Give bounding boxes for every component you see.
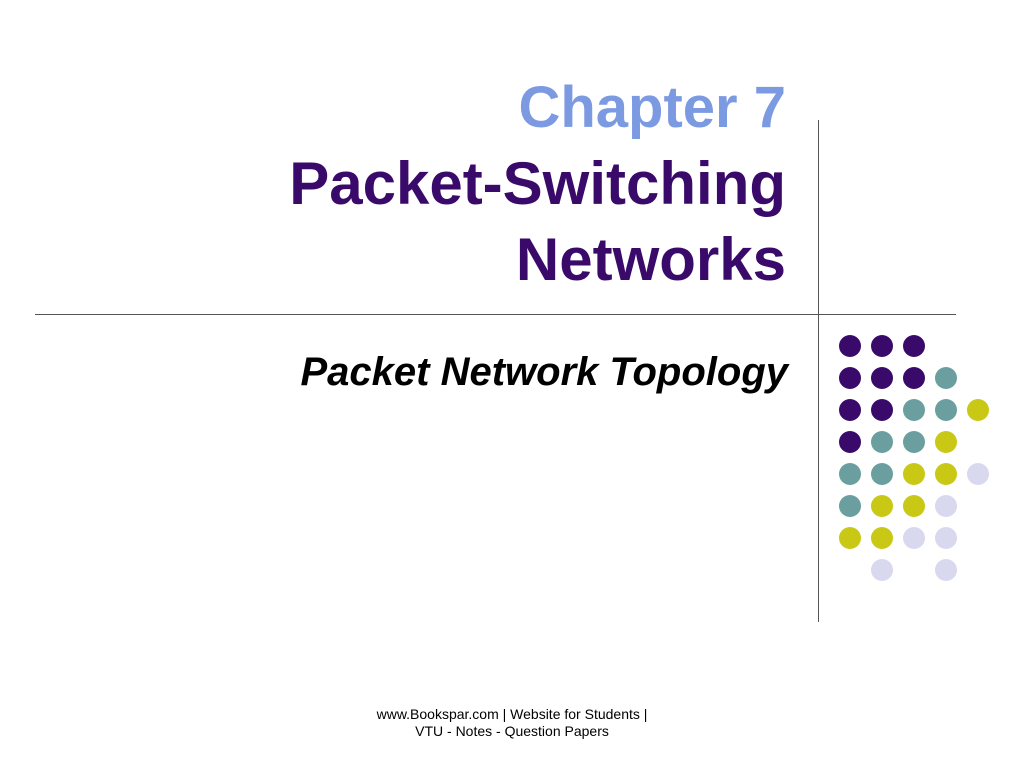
- vertical-divider: [818, 120, 819, 622]
- decorative-dot: [871, 559, 893, 581]
- footer-line-2: VTU - Notes - Question Papers: [415, 723, 609, 739]
- decorative-dot: [935, 463, 957, 485]
- footer-line-1: www.Bookspar.com | Website for Students …: [376, 706, 648, 722]
- chapter-heading: Chapter 7: [518, 75, 786, 140]
- decorative-dot: [935, 367, 957, 389]
- decorative-dot: [967, 399, 989, 421]
- decorative-dot: [903, 399, 925, 421]
- decorative-dot: [935, 559, 957, 581]
- decorative-dot: [839, 431, 861, 453]
- decorative-dot: [935, 495, 957, 517]
- title-line-networks: Networks: [515, 226, 786, 293]
- decorative-dot: [871, 367, 893, 389]
- footer: www.Bookspar.com | Website for Students …: [0, 706, 1024, 740]
- decorative-dot: [839, 399, 861, 421]
- decorative-dot: [967, 463, 989, 485]
- decorative-dot: [903, 431, 925, 453]
- decorative-dot: [935, 399, 957, 421]
- decorative-dot: [839, 367, 861, 389]
- title-line-packet-switching: Packet-Switching: [289, 150, 786, 217]
- slide-title: Chapter 7 Packet-Switching Networks: [289, 70, 786, 298]
- decorative-dot: [839, 335, 861, 357]
- decorative-dot: [903, 335, 925, 357]
- decorative-dot: [903, 463, 925, 485]
- decorative-dot: [839, 495, 861, 517]
- decorative-dot: [935, 431, 957, 453]
- decorative-dot: [935, 527, 957, 549]
- decorative-dot: [871, 431, 893, 453]
- decorative-dot: [871, 463, 893, 485]
- decorative-dot: [871, 527, 893, 549]
- decorative-dot: [839, 527, 861, 549]
- horizontal-divider: [35, 314, 956, 315]
- decorative-dot: [903, 367, 925, 389]
- decorative-dot: [903, 527, 925, 549]
- slide-subtitle: Packet Network Topology: [300, 350, 789, 394]
- decorative-dot: [839, 463, 861, 485]
- decorative-dot: [871, 399, 893, 421]
- decorative-dot: [871, 495, 893, 517]
- decorative-dot: [903, 495, 925, 517]
- decorative-dot: [871, 335, 893, 357]
